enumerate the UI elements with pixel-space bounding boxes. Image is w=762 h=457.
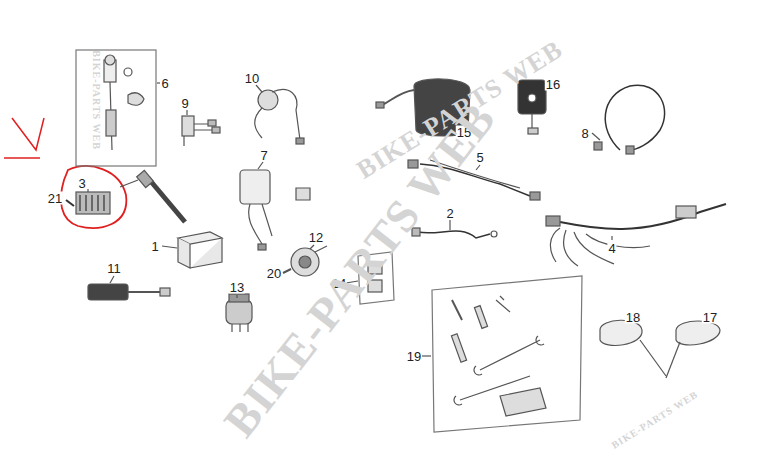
red-circle — [61, 166, 126, 228]
main-wire-harness — [546, 204, 726, 266]
callout-number: 19 — [406, 350, 422, 363]
leader-line — [120, 180, 138, 187]
callout-number: 7 — [259, 149, 268, 162]
callout-number: 6 — [160, 77, 169, 90]
rectifier — [518, 80, 546, 134]
callout-number: 10 — [244, 72, 260, 85]
switch-relay — [182, 110, 220, 146]
watermark: BIKE-PARTS WEB — [91, 50, 101, 150]
callout-number: 21 — [47, 192, 63, 205]
screw — [283, 269, 291, 273]
starter-relay — [226, 294, 252, 332]
callout-number: 16 — [545, 78, 561, 91]
callout-number: 2 — [445, 207, 454, 220]
ignition-coil-lead — [148, 178, 185, 222]
plug-cap — [137, 170, 154, 187]
mirror-right — [666, 321, 720, 378]
callout-number: 12 — [308, 231, 324, 244]
relay — [296, 188, 310, 200]
group-frame — [76, 50, 156, 166]
callout-number: 18 — [625, 311, 641, 324]
handlebar-switch-left — [240, 162, 272, 250]
watermark: BIKE-PARTS WEB — [610, 389, 700, 450]
callout-number: 8 — [580, 127, 589, 140]
callout-number: 3 — [77, 177, 86, 190]
horn — [291, 245, 327, 276]
watermark: BIKE-PARTS WEB — [216, 95, 504, 445]
red-check-mark — [12, 118, 44, 150]
callout-number: 11 — [106, 262, 122, 275]
regulator — [66, 189, 110, 214]
callout-number: 20 — [266, 267, 282, 280]
sensor-cable — [592, 85, 665, 154]
red-dash — [4, 157, 40, 159]
callout-number: 17 — [702, 311, 718, 324]
callout-number: 4 — [607, 242, 616, 255]
handlebar-switch — [255, 85, 304, 144]
callout-number: 9 — [180, 97, 189, 110]
callout-number: 13 — [229, 281, 245, 294]
tool-kit — [422, 276, 582, 432]
ignition-switch — [104, 55, 144, 150]
battery — [162, 232, 222, 268]
callout-number: 1 — [150, 240, 159, 253]
flasher-relay — [88, 276, 170, 300]
mirror-left — [600, 320, 666, 376]
